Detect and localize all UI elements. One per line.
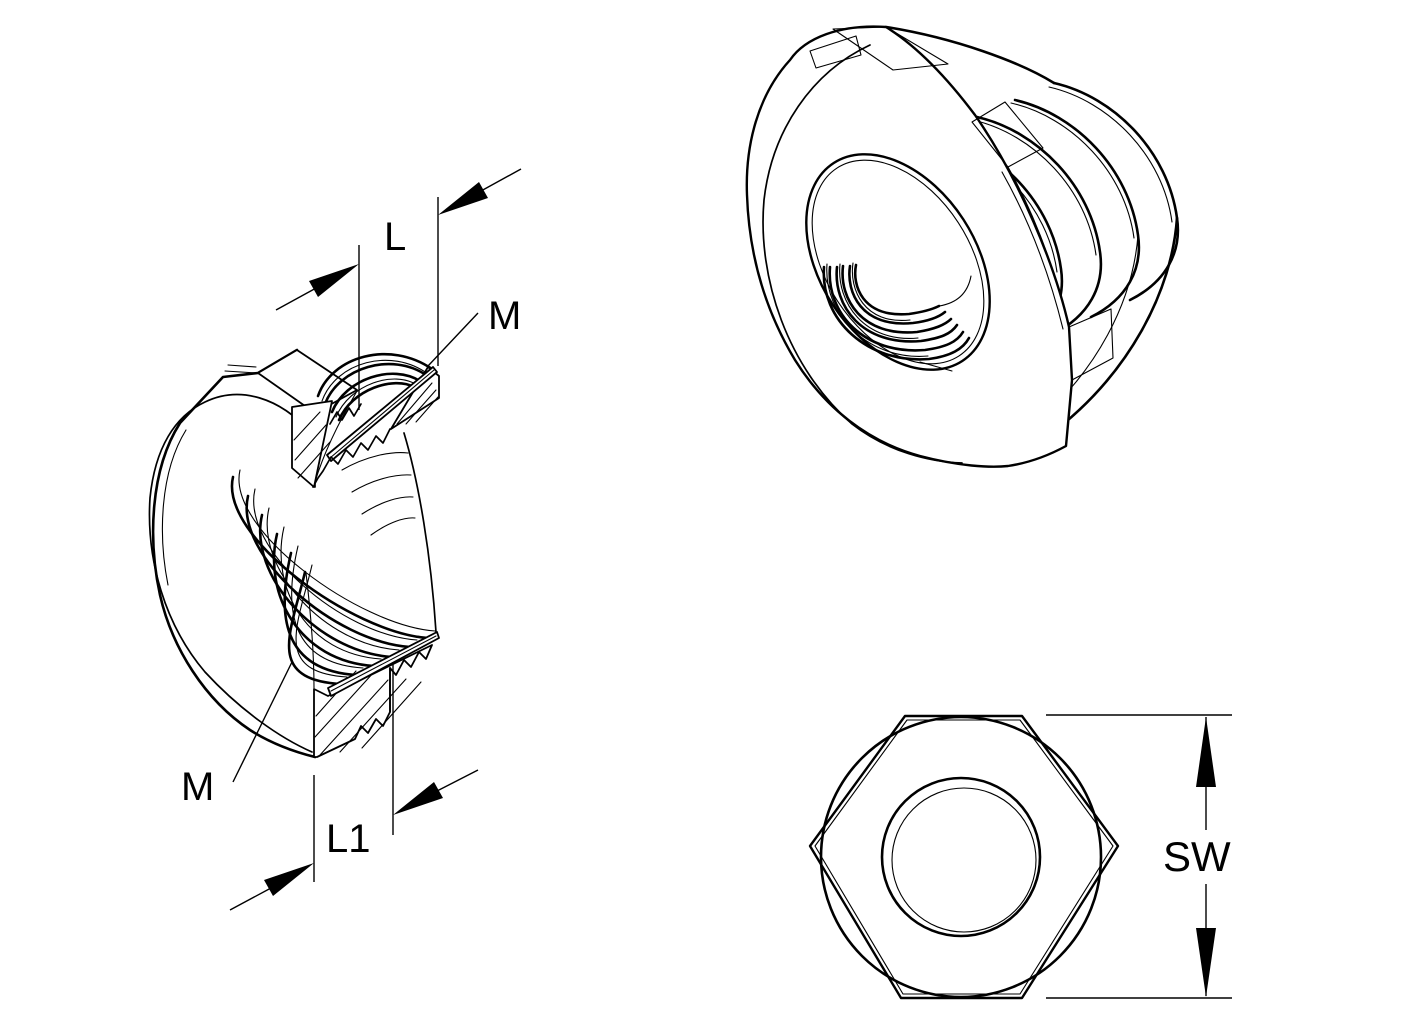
hex-facet-lower-right: [1068, 308, 1114, 381]
internal-thread-large: [230, 432, 437, 689]
end-view: SW: [808, 714, 1232, 1000]
dimension-l1: L1: [229, 662, 479, 911]
hatching-upper-left: [293, 411, 331, 479]
leader-m-upper: M: [427, 294, 521, 367]
hexagon-outline: [808, 714, 1120, 1000]
label-m-lower: M: [181, 765, 214, 809]
arrowhead-sw-top: [1196, 717, 1216, 787]
leader-m-lower: M: [181, 661, 293, 809]
hatching-upper-right: [396, 382, 439, 425]
section-face-upper-left: [291, 400, 333, 488]
flange-outline: [148, 348, 358, 759]
lower-cut-face: [313, 631, 440, 758]
thread-teeth-small: [329, 403, 362, 425]
dimension-sw: SW: [1046, 714, 1232, 999]
thread-bottom-silhouette: [1046, 216, 1179, 438]
label-l: L: [384, 215, 406, 259]
flange-circle: [819, 715, 1103, 999]
arrowhead-l-right: [438, 182, 488, 215]
isometric-view: [745, 25, 1180, 468]
arrowhead-sw-bottom: [1196, 928, 1216, 997]
male-thread-zigzag-upper: [312, 428, 391, 488]
flange-face-circle: [762, 44, 963, 464]
hex-facet-top: [257, 349, 358, 414]
thread-end-cap: [1052, 81, 1180, 302]
label-l1: L1: [326, 817, 371, 861]
dimension-l: L: [275, 168, 522, 410]
label-sw: SW: [1163, 833, 1231, 880]
threaded-bore: [805, 153, 991, 372]
arrowhead-l1-left: [264, 863, 314, 896]
bore-circle-outer: [880, 776, 1042, 938]
hex-facet-upper-right: [971, 101, 1044, 168]
label-m-upper: M: [488, 294, 521, 338]
hex-top-face: [832, 26, 949, 71]
upper-cut-face: [291, 366, 440, 488]
bore-circle-inner: [891, 787, 1037, 933]
arrowhead-l-left: [309, 264, 359, 297]
section-view: L L1 M M: [148, 168, 522, 911]
arrowhead-l1-right: [393, 782, 443, 815]
internal-thread-small: [316, 353, 434, 425]
